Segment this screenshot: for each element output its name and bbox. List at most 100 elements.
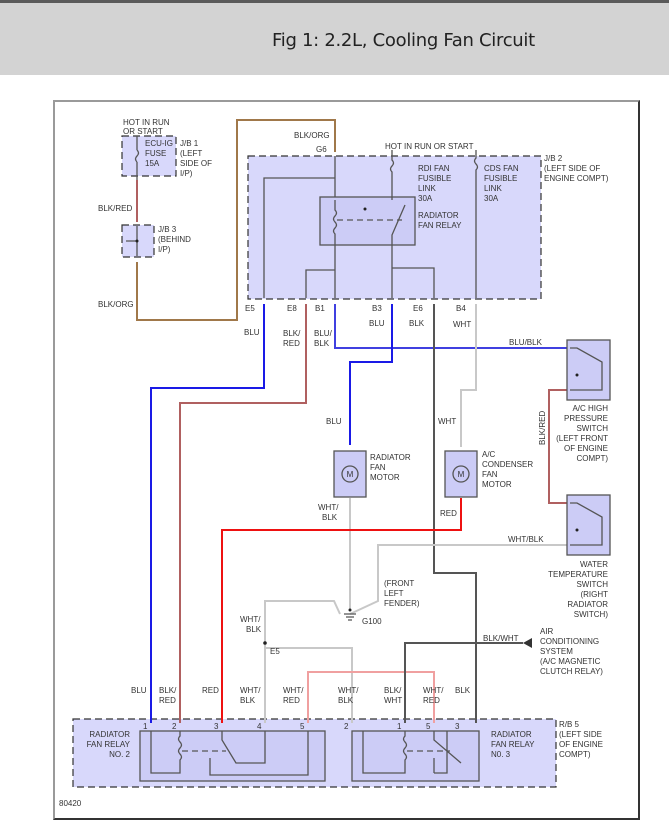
wire-blu-e5: [150, 304, 265, 723]
ground-g100-icon: [344, 613, 356, 621]
ecu-ig-fuse-icon: [134, 136, 140, 180]
wire-label: WHT/: [318, 503, 339, 512]
wire-label: BLU: [326, 417, 342, 426]
connector-g6-label: G6: [316, 145, 327, 154]
jb2-internal-rdi: [389, 150, 435, 298]
ac-switch-label: OF ENGINE: [564, 444, 608, 453]
radiator-motor-icon: [341, 465, 359, 483]
ac-switch-label: A/C HIGH: [572, 404, 608, 413]
wire-blk-org-g6: [136, 119, 336, 321]
relay2-label: NO. 2: [109, 750, 130, 759]
jb3-label: (BEHIND: [158, 235, 191, 244]
wire-label: BLU: [244, 328, 260, 337]
condenser-motor-label: A/C: [482, 450, 496, 459]
rdi-fusible-link-label: 30A: [418, 194, 433, 203]
wire-blk-wht: [404, 642, 523, 723]
relay3-wire-label: RED: [423, 696, 440, 705]
terminal-label: E6: [413, 304, 423, 313]
ground-id-label: G100: [362, 617, 382, 626]
wire-blu-blk-b1: [334, 304, 567, 349]
relay3-label: RADIATOR: [491, 730, 532, 739]
ac-system-label: SYSTEM: [540, 647, 573, 656]
relay2-pin-label: 1: [143, 722, 148, 731]
jb2-label: ENGINE COMPT): [544, 174, 609, 183]
splice-label: E5: [270, 647, 280, 656]
ground-dot: [348, 608, 352, 612]
wire-label: BLK: [409, 319, 425, 328]
relay3-wire-label: BLK: [338, 696, 354, 705]
relay2-wire-label: WHT/: [240, 686, 261, 695]
terminal-label: B3: [372, 304, 382, 313]
water-temperature-switch: [566, 494, 611, 556]
wire-label: BLK/ORG: [294, 131, 330, 140]
ground-label: FENDER): [384, 599, 420, 608]
wires: [136, 119, 567, 723]
jb3-junction-dot: [135, 239, 139, 243]
wire-label: WHT: [438, 417, 456, 426]
wire-blk-e6: [433, 304, 477, 723]
ac-system-label: CLUTCH RELAY): [540, 667, 603, 676]
relay3-pin-label: 3: [455, 722, 460, 731]
wire-label: BLK/WHT: [483, 634, 519, 643]
jb2-label: (LEFT SIDE OF: [544, 164, 600, 173]
relay2-wire-label: WHT/: [283, 686, 304, 695]
power-label: HOT IN RUN: [123, 118, 170, 127]
wire-wht-red: [307, 671, 435, 723]
wire-label: BLK/RED: [98, 204, 132, 213]
relay2-wire-label: RED: [159, 696, 176, 705]
jb1-label: (LEFT: [180, 149, 202, 158]
relay-contact-dot: [363, 207, 367, 211]
wire-label: BLU/BLK: [509, 338, 543, 347]
radiator-motor-label: FAN: [370, 463, 386, 472]
wire-label: WHT: [453, 320, 471, 329]
wire-label: RED: [440, 509, 457, 518]
jb1-fuse-label: 15A: [145, 159, 160, 168]
figure-title: Fig 1: 2.2L, Cooling Fan Circuit: [272, 30, 535, 51]
wire-label: BLK: [314, 339, 330, 348]
ac-system-label: CONDITIONING: [540, 637, 599, 646]
wire-label: BLK/: [283, 329, 301, 338]
jb3-label: J/B 3: [158, 225, 177, 234]
rdi-fusible-link-label: RDI FAN: [418, 164, 450, 173]
ac-system-arrow-icon: [523, 638, 532, 648]
relay2-pin-label: 4: [257, 722, 262, 731]
relay3-label: N0. 3: [491, 750, 511, 759]
relay3-wire-label: WHT/: [338, 686, 359, 695]
jb3-label: I/P): [158, 245, 171, 254]
wire-red-condenser: [221, 498, 462, 723]
water-switch-label: SWITCH): [574, 610, 609, 619]
condenser-motor-label: CONDENSER: [482, 460, 533, 469]
ac-switch-label: PRESSURE: [564, 414, 608, 423]
wire-wht-blk-relay3-pin2: [265, 647, 353, 723]
relay2-label: FAN RELAY: [87, 740, 131, 749]
rb5-label: (LEFT SIDE: [559, 730, 602, 739]
relay3-wire-label: WHT/: [423, 686, 444, 695]
wire-label: WHT/BLK: [508, 535, 544, 544]
radiator-fan-relay-label: RADIATOR: [418, 211, 459, 220]
terminal-label: B4: [456, 304, 466, 313]
ac-switch-dot: [575, 373, 579, 377]
condenser-motor-icon: [452, 465, 470, 483]
jb1-fuse-label: ECU-IG: [145, 139, 173, 148]
relay2-wire-label: BLK: [240, 696, 256, 705]
rb5-label: R/B 5: [559, 720, 580, 729]
jb1-box: [121, 135, 177, 177]
ac-switch-label: COMPT): [576, 454, 608, 463]
terminal-label: B1: [315, 304, 325, 313]
water-switch-label: SWITCH: [576, 580, 608, 589]
relay3-internal: [362, 731, 462, 774]
figure-header: Fig 1: 2.2L, Cooling Fan Circuit: [0, 3, 669, 75]
wire-label: BLK/RED: [538, 411, 547, 445]
ac-switch-contact-icon: [570, 347, 603, 391]
cds-fusible-link-icon: [473, 150, 479, 298]
rb5-label: OF ENGINE: [559, 740, 603, 749]
wire-label: BLU/: [314, 329, 333, 338]
ground-label: (FRONT: [384, 579, 414, 588]
radiator-motor-label: RADIATOR: [370, 453, 411, 462]
wire-label: BLK/ORG: [98, 300, 134, 309]
ac-high-pressure-switch: [566, 339, 611, 401]
jb1-label: SIDE OF: [180, 159, 212, 168]
cds-fusible-link-label: 30A: [484, 194, 499, 203]
